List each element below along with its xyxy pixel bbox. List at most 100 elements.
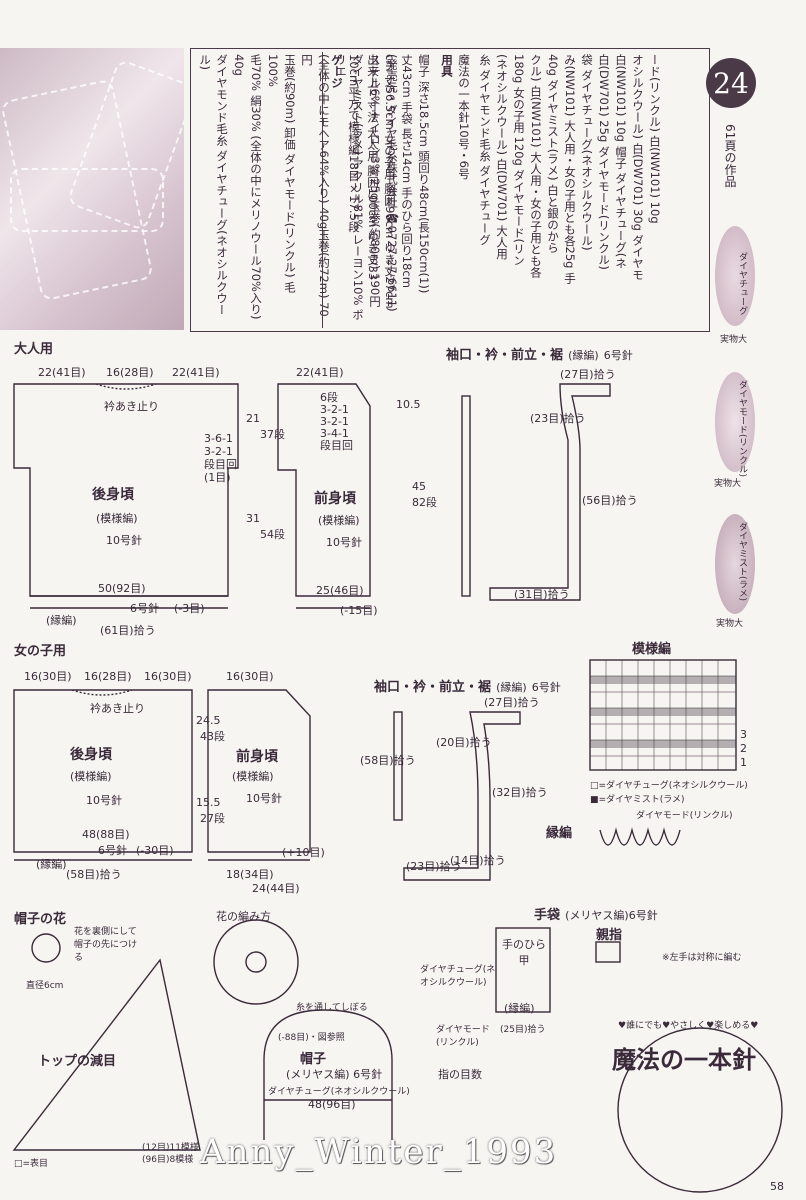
girl-top-dim-left: 16(30目)	[24, 670, 72, 683]
girl-cuff-heading: 袖口・衿・前立・裾 (縁編) 6号針	[374, 680, 561, 695]
flower-title: 帽子の花	[14, 912, 67, 927]
swatch-2-name: ダイヤモード(リンクル)	[737, 380, 747, 478]
girl-cuff-strip	[393, 711, 403, 821]
materials-block: ード(リンクル) 白(NW101) 10g オシルクウール) 白(DW701) …	[476, 54, 663, 324]
hat-top: (-88目)・図参照	[278, 1033, 345, 1043]
yarn-info-line: ダイヤモンド毛糸 ダイヤチューグ(ネオシルクウール)	[198, 54, 229, 316]
adult-edge-strip	[489, 383, 611, 601]
adult-h45: 45	[412, 480, 426, 493]
glove-thumb: 親指	[596, 928, 623, 943]
adult-cuff-56: (56目)拾う	[582, 494, 638, 507]
girl-front-pattern: (模様編)	[232, 770, 274, 783]
adult-h54: 54段	[260, 528, 285, 541]
adult-back-needle: 10号針	[106, 534, 142, 547]
girl-front-needle: 10号針	[246, 792, 282, 805]
glove-note: ※左手は対称に編む	[662, 953, 742, 963]
chart-legend-2: ■=ダイヤミスト(ラメ)	[590, 795, 685, 805]
adult-bottom-25: 25(46目)	[316, 584, 364, 597]
top-decrease-title: トップの減目	[38, 1054, 117, 1069]
girl-h245: 24.5	[196, 714, 221, 727]
yarn-info-line: 毛70% 絹30% (全体の中にメリノウール70%入り) 40g	[232, 54, 263, 320]
chart-row-3: 3	[740, 728, 747, 741]
thumb-shape	[595, 941, 621, 963]
flower-method: 花の編み方	[216, 910, 271, 923]
logo-circle	[617, 1027, 783, 1193]
adult-collar-label: 衿あき止り	[104, 400, 159, 413]
girl-cuff-23: (23目)拾う	[406, 860, 462, 873]
adult-front-needle: 10号針	[326, 536, 362, 549]
girl-edge-label: (縁編)	[36, 858, 67, 871]
yarn-info-line: (全体の中にモヘア64%入り) 40g玉巻(約72m) 70円	[300, 54, 331, 317]
flower-small	[31, 933, 61, 963]
tools-label: 用具	[440, 54, 454, 77]
girl-minus30: (-30目)	[136, 844, 174, 857]
hat-pattern: (メリヤス編) 6号針	[286, 1068, 383, 1081]
edge-yarn: ダイヤモード(リンクル)	[636, 811, 733, 821]
flower-large	[213, 919, 299, 1005]
girl-section-title: 女の子用	[14, 644, 67, 659]
girl-bottom-58: (58目)拾う	[66, 868, 122, 881]
materials-line: 180g 女の子用 120g ダイヤモード(リン	[512, 54, 526, 266]
materials-line: 袋 ダイヤチューグ(ネオシルクウール)	[580, 54, 594, 251]
size-line: 丈43cm 手袋 長さ14cm 手のひら回り18cm	[400, 54, 414, 288]
glove-yarn2: ダイヤモード(リンクル)	[436, 1025, 490, 1048]
girl-collar-label: 衿あき止り	[90, 702, 145, 715]
swatch-2-caption: 実物大	[714, 479, 742, 489]
materials-line: み(NW101) 大人用・女の子用とも各25g 手	[563, 54, 577, 284]
materials-line: 40g ダイヤミスト(ラメ) 白と銀のから	[546, 54, 560, 254]
glove-shape	[495, 927, 551, 1013]
hat-bottom-12: (12目)11模様	[142, 1143, 199, 1153]
chart-row-2: 2	[740, 742, 747, 755]
adult-back-pattern: (模様編)	[96, 512, 138, 525]
adult-bottom-61: (61目)拾う	[100, 624, 156, 637]
yarn-info-line: 玉巻(約90m) 卸価 ダイヤモード(リンクル) 毛100%	[266, 54, 297, 293]
hat-shape	[263, 1009, 393, 1140]
adult-back-title: 後身頃	[92, 487, 134, 503]
adult-cuff-27: (27目)拾う	[560, 368, 616, 381]
hat-legend: □=表目	[14, 1159, 49, 1169]
logo-title: 魔法の一本針	[612, 1045, 756, 1074]
materials-line: (ネオシルクウール) 白(DW701) 大人用	[495, 54, 509, 260]
girl-cuff-32: (32目)拾う	[492, 786, 548, 799]
yarn-info-line: ダイヤミスト(ラメ) アクリル81% レーヨン10% ポリエ	[334, 54, 365, 321]
adult-front-top: 22(41目)	[296, 366, 344, 379]
top-decrease-triangle	[12, 958, 201, 1151]
materials-line: ード(リンクル) 白(NW101) 10g	[648, 54, 662, 224]
adult-cuff-31: (31目)拾う	[514, 588, 570, 601]
flower-note: 花を裏側にして帽子の先につける	[74, 927, 138, 963]
adult-h105: 10.5	[396, 398, 421, 411]
size-line: cm 丈56.5cm 女の子用 胸囲96cm ゆき丈27cm	[383, 54, 397, 309]
yarn-info-line: (発売元・ダイヤ毛糸株式会社 ☎0727-27-6611)	[385, 54, 399, 312]
size-line: 出来上り寸法 大人用 胸囲100cm ゆき丈33	[366, 54, 380, 281]
yarn-info-line: ステル6% ナイロン3% 25g玉巻(約80m) 190円	[368, 54, 382, 307]
adult-front-title: 前身頃	[314, 491, 356, 507]
adult-edge-label: (縁編)	[46, 614, 77, 627]
adult-cuff-23: (23目)拾う	[530, 412, 586, 425]
girl-cuff-27: (27目)拾う	[484, 696, 540, 709]
swatch-1-name: ダイヤチューグ	[737, 252, 747, 315]
adult-h21: 21	[246, 412, 260, 425]
edge-loops	[599, 827, 681, 846]
swatch-3-caption: 実物大	[716, 619, 744, 629]
tools-block: 魔法の一本針10号・6号 用具	[438, 54, 472, 324]
materials-box	[190, 48, 710, 332]
glove-picked: (25目)拾う	[500, 1025, 546, 1035]
sweater-photo	[0, 48, 184, 330]
adult-cuff-heading: 袖口・衿・前立・裾 (縁編) 6号針	[446, 348, 633, 363]
materials-line: 糸 ダイヤモンド毛糸 ダイヤチューグ	[478, 54, 492, 246]
gauge-label: ゲージ	[330, 54, 344, 89]
girl-h155: 15.5	[196, 796, 221, 809]
swatch-3-name: ダイヤミスト(ラメ)	[737, 522, 747, 602]
adult-section-title: 大人用	[14, 342, 54, 357]
girl-back-pattern: (模様編)	[70, 770, 112, 783]
girl-edge-strip	[403, 711, 521, 881]
adult-front-shape	[277, 383, 371, 597]
materials-line: 白(DW701) 25g ダイヤモード(リンクル)	[597, 54, 611, 270]
hat-thread: 糸を通してしぼる	[296, 1003, 368, 1013]
girl-back-title: 後身頃	[70, 747, 112, 763]
adult-top-dim-mid: 16(28目)	[106, 366, 154, 379]
girl-front-title: 前身頃	[236, 749, 278, 765]
chart-legend-1: □=ダイヤチューグ(ネオシルクウール)	[590, 781, 748, 791]
glove-yarn1: ダイヤチューグ(ネオシルクウール)	[420, 965, 496, 988]
